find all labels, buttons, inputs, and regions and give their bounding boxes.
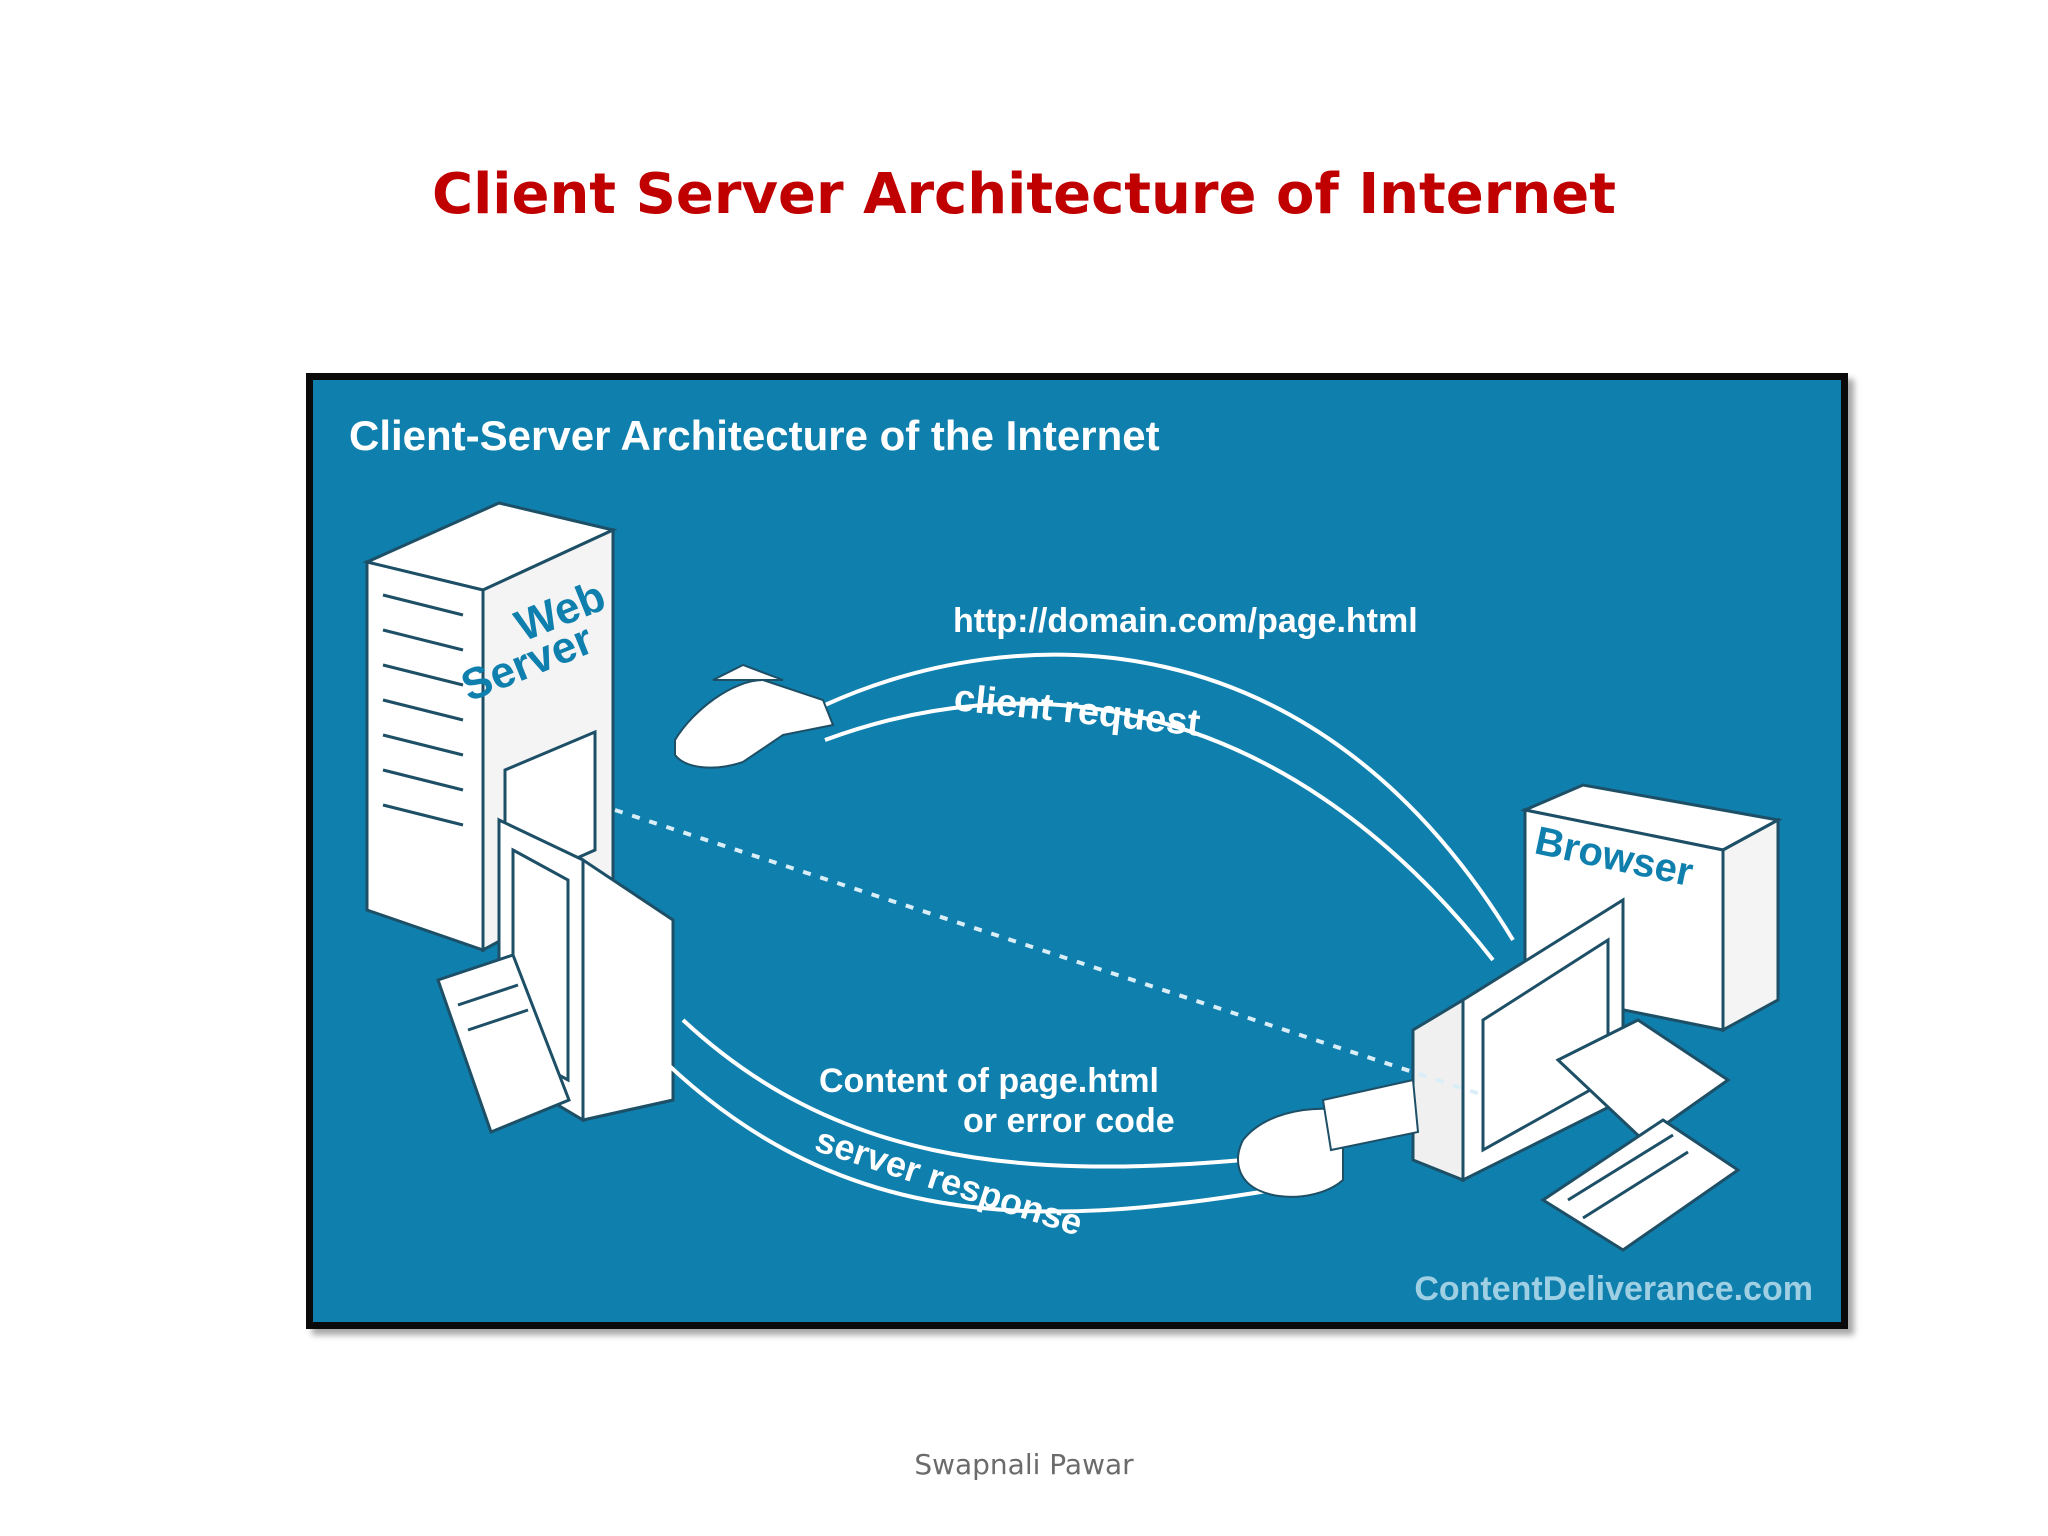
watermark: ContentDeliverance.com xyxy=(1414,1270,1813,1308)
response-arc-lower xyxy=(651,1048,1274,1214)
diagram-frame: Client-Server Architecture of the Intern… xyxy=(306,373,1848,1329)
request-arc-upper xyxy=(824,652,1515,942)
client-server-diagram: Client-Server Architecture of the Intern… xyxy=(349,412,1813,1308)
client-monitor-icon xyxy=(1411,897,1741,1252)
hand-request-icon xyxy=(674,663,835,769)
server-monitor-icon xyxy=(436,817,675,1134)
hand-response-icon xyxy=(1237,1078,1420,1198)
url-label: http://domain.com/page.html xyxy=(953,602,1418,640)
response-arc-upper xyxy=(681,1018,1244,1169)
connection-dotted-line xyxy=(614,808,1484,1097)
request-label: client request xyxy=(952,677,1202,745)
response-content-line1: Content of page.html xyxy=(819,1062,1159,1100)
footer-author: Swapnali Pawar xyxy=(914,1448,1134,1481)
diagram-heading: Client-Server Architecture of the Intern… xyxy=(349,412,1160,459)
slide-title: Client Server Architecture of Internet xyxy=(431,162,1617,227)
request-arc-lower xyxy=(824,701,1495,962)
response-content-line2: or error code xyxy=(963,1102,1175,1140)
